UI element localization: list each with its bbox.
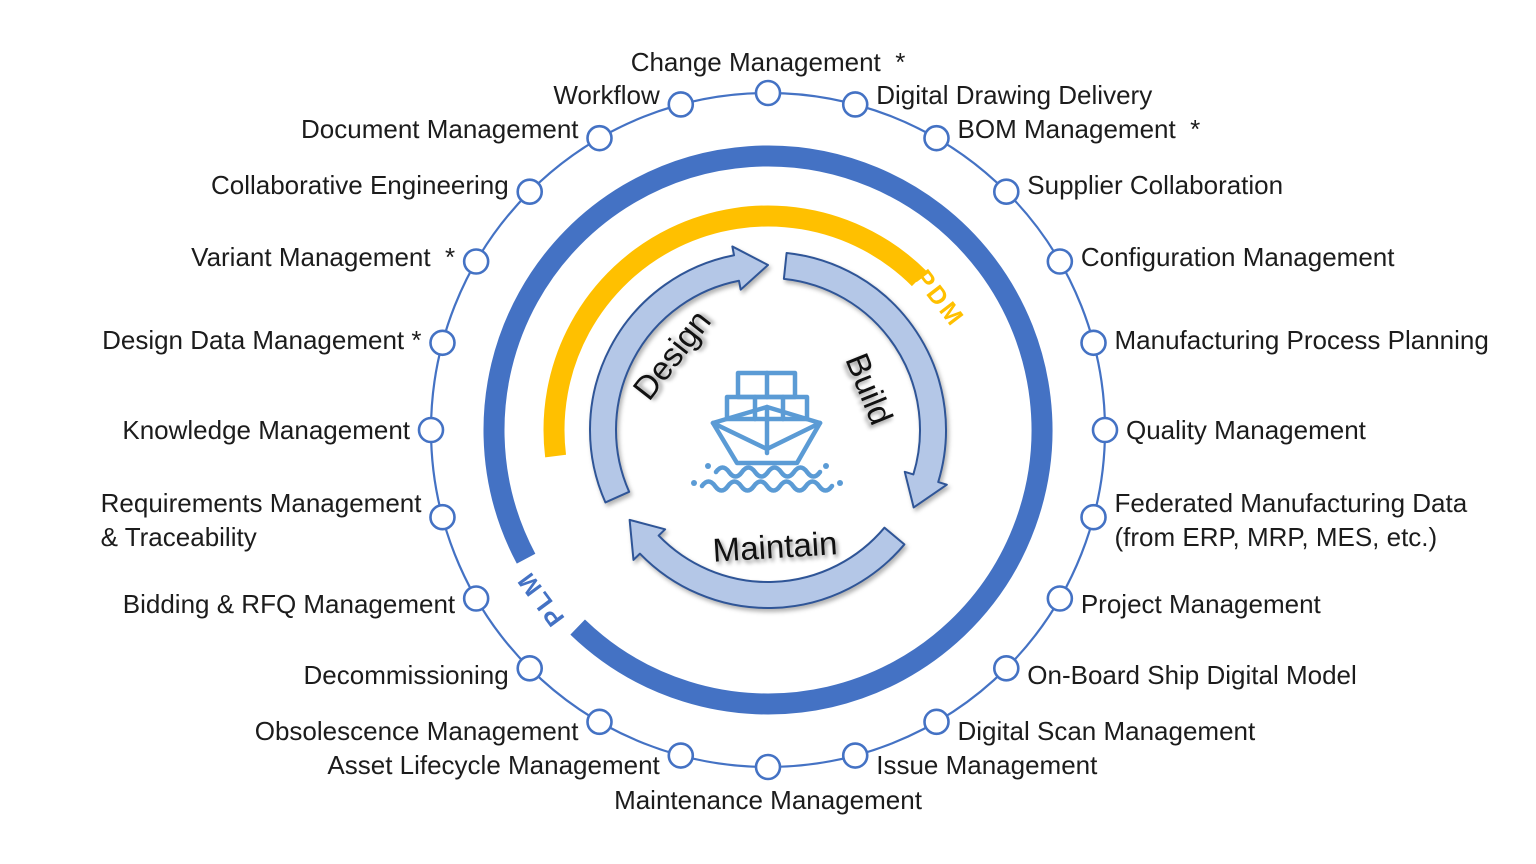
node-marker xyxy=(516,654,544,682)
node-marker xyxy=(923,124,950,152)
node-marker xyxy=(1046,585,1074,612)
ship-hull xyxy=(710,420,823,466)
plm-ring-arc xyxy=(483,145,1053,715)
node-marker xyxy=(462,585,490,612)
node-marker xyxy=(417,416,445,444)
node-marker xyxy=(516,178,544,206)
node-marker xyxy=(841,91,869,118)
ship-wave-2 xyxy=(699,479,835,493)
node-marker xyxy=(667,91,695,118)
ship-wave-dot xyxy=(705,463,711,469)
node-marker xyxy=(429,329,456,357)
cycle-arrow-design xyxy=(589,245,769,504)
node-marker xyxy=(429,503,456,531)
node-marker xyxy=(462,248,490,275)
ship-wave-dot xyxy=(837,480,843,486)
node-marker xyxy=(1091,416,1119,444)
cycle-arrow-build xyxy=(782,251,948,509)
ship-icon xyxy=(691,370,843,493)
lifecycle-arrows xyxy=(589,245,948,610)
node-marker xyxy=(992,654,1020,682)
ship-wave-dot xyxy=(691,480,697,486)
ship-wave-dot xyxy=(823,463,829,469)
node-marker xyxy=(667,742,695,769)
pdm-ring-arc xyxy=(543,205,927,458)
node-marker xyxy=(923,708,950,736)
node-marker xyxy=(1080,329,1107,357)
ship-wave-1 xyxy=(713,465,823,479)
node-marker xyxy=(754,79,782,107)
node-marker xyxy=(754,753,782,781)
node-marker xyxy=(586,124,613,152)
cycle-arrow-maintain xyxy=(628,518,906,610)
node-marker xyxy=(1046,248,1074,275)
node-marker xyxy=(586,708,613,736)
node-marker xyxy=(1080,503,1107,531)
node-marker xyxy=(841,742,869,769)
node-marker xyxy=(992,178,1020,206)
